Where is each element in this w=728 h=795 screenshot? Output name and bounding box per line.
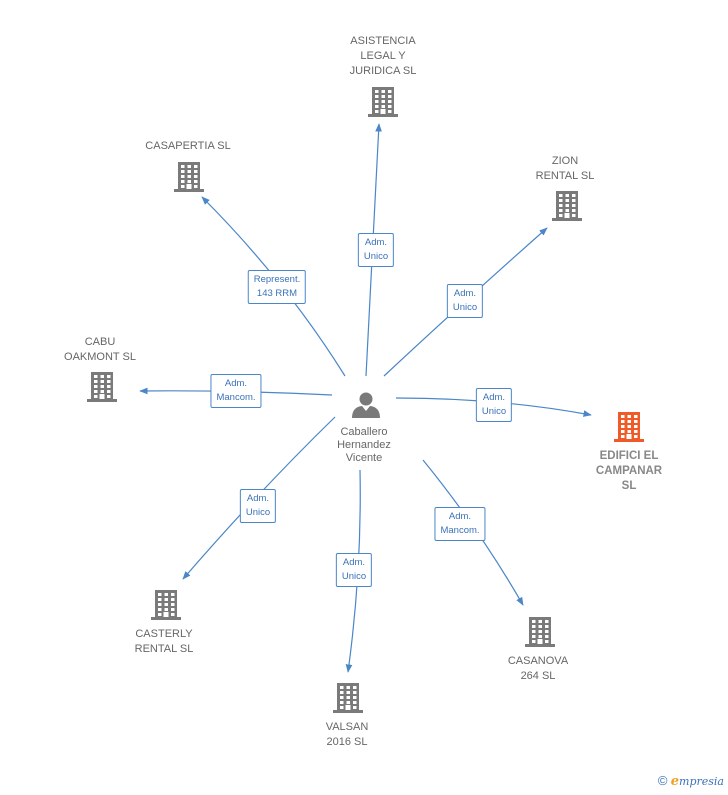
building-icon-asistencia[interactable] [368,87,398,117]
company-label-line: CASANOVA [507,655,569,667]
company-label-line: CASTERLY [135,628,193,640]
company-label-cabu[interactable]: CABU OAKMONT SL [64,335,136,365]
building-icon-edifici[interactable] [614,412,644,442]
person-name-line: Caballero [340,426,388,438]
company-label-line: CASAPERTIA SL [145,140,231,152]
relation-label-line: Adm. [448,511,472,522]
person-icon[interactable] [352,392,380,419]
relation-label-zion: Adm. Unico [446,284,484,318]
copyright-icon: © [657,773,668,788]
company-label-line: VALSAN [325,721,369,733]
relation-label-line: Unico [452,302,478,313]
relation-label-line: Adm. [246,493,270,504]
company-label-line: RENTAL SL [535,170,595,182]
relation-label-line: Unico [245,507,271,518]
company-label-line: 2016 SL [326,736,368,748]
relation-label-edifici: Adm. Unico [475,388,513,422]
person-name-line: Hernandez [337,439,391,451]
relation-label-line: Adm. [364,237,388,248]
building-icon-casanova[interactable] [525,617,555,647]
building-icon-valsan[interactable] [333,683,363,713]
relation-label-casapertia: Represent. 143 RRM [247,270,307,304]
relation-label-line: Adm. [224,378,248,389]
relation-label-line: Adm. [342,557,366,568]
company-label-line: 264 SL [520,670,556,682]
center-person-label: Caballero Hernandez Vicente [337,426,391,465]
relation-label-asistencia: Adm. Unico [357,233,395,267]
company-label-casterly[interactable]: CASTERLY RENTAL SL [135,627,194,657]
company-label-edifici[interactable]: EDIFICI EL CAMPANAR SL [596,449,662,494]
relation-label-line: Adm. [453,288,477,299]
relation-label-line: Unico [341,571,367,582]
building-icon-casterly[interactable] [151,590,181,620]
company-label-line: RENTAL SL [134,643,194,655]
building-icon-casapertia[interactable] [174,162,204,192]
company-label-casanova[interactable]: CASANOVA 264 SL [508,654,568,684]
person-name-line: Vicente [345,452,383,464]
company-label-line: OAKMONT SL [64,351,136,363]
building-icon-cabu[interactable] [87,372,117,402]
footer-brand[interactable]: © empresia [658,773,724,789]
relation-label-casterly: Adm. Unico [239,489,277,523]
relation-label-valsan: Adm. Unico [335,553,373,587]
relation-label-line: Mancom. [216,392,256,403]
company-label-line: CABU [84,336,116,348]
company-label-line: SL [621,480,637,492]
relation-label-casanova: Adm. Mancom. [434,507,486,541]
brand-name: mpresia [679,775,724,788]
company-label-asistencia[interactable]: ASISTENCIA LEGAL Y JURIDICA SL [350,34,417,79]
company-label-valsan[interactable]: VALSAN 2016 SL [326,720,369,750]
relation-label-line: Unico [481,406,507,417]
relation-label-cabu: Adm. Mancom. [210,374,262,408]
company-label-line: CAMPANAR [595,465,663,477]
company-label-line: ZION [551,155,579,167]
relation-label-line: Adm. [482,392,506,403]
company-label-casapertia[interactable]: CASAPERTIA SL [145,139,230,154]
company-label-line: EDIFICI EL [599,450,659,462]
relation-label-line: 143 RRM [256,288,298,299]
company-label-line: JURIDICA SL [349,65,417,77]
relation-label-line: Represent. [253,274,301,285]
relation-label-line: Mancom. [440,525,480,536]
brand-initial: e [670,774,680,789]
company-label-zion[interactable]: ZION RENTAL SL [536,154,595,184]
relation-label-line: Unico [363,251,389,262]
building-icon-zion[interactable] [552,191,582,221]
company-label-line: ASISTENCIA [350,35,416,47]
company-label-line: LEGAL Y [360,50,406,62]
